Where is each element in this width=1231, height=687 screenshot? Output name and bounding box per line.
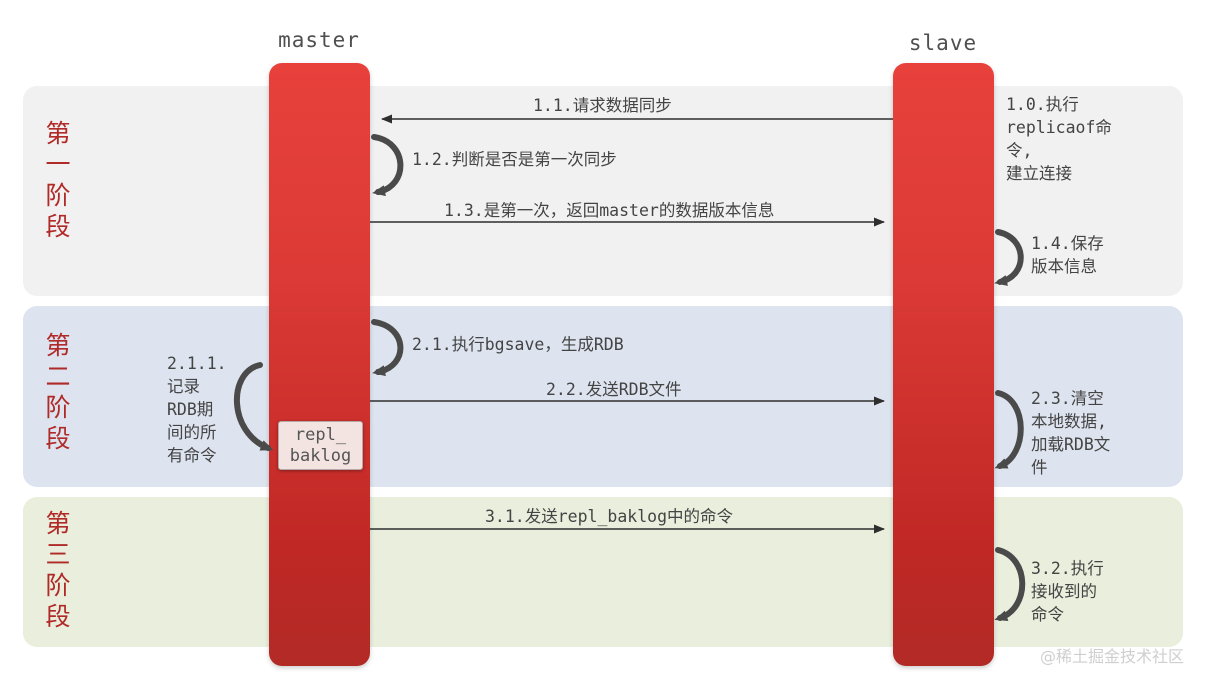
- note-3-2-line-2: 命令: [1031, 605, 1064, 624]
- note-3-2: 3.2.执行 接收到的 命令: [1031, 557, 1151, 626]
- phase-2-char-3: 段: [45, 424, 71, 453]
- note-2-1-1-line-0: 2.1.1.: [167, 354, 227, 373]
- phase-1-char-3: 段: [45, 212, 71, 241]
- repl-baklog-line-1: repl_: [294, 424, 347, 445]
- master-lifeline-title: master: [278, 28, 360, 52]
- note-3-2-line-0: 3.2.执行: [1031, 559, 1104, 578]
- master-lifeline-bar: [269, 63, 370, 666]
- note-2-1-1-line-3: 间的所: [167, 423, 217, 442]
- message-label-3-1: 3.1.发送repl_baklog中的命令: [485, 507, 734, 526]
- slave-lifeline-title: slave: [908, 31, 978, 55]
- phase-1-char-0: 第: [45, 119, 71, 148]
- note-1-4: 1.4.保存 版本信息: [1031, 232, 1151, 278]
- phase-1-char-2: 阶: [45, 181, 71, 210]
- note-2-3-line-2: 加载RDB文: [1031, 435, 1111, 454]
- note-2-3-line-1: 本地数据,: [1031, 412, 1107, 431]
- note-1-4-line-0: 1.4.保存: [1031, 234, 1104, 253]
- note-3-2-line-1: 接收到的: [1031, 582, 1097, 601]
- phase-2-char-0: 第: [45, 331, 71, 360]
- phase-label-3: 第 三 阶 段: [41, 508, 75, 632]
- phase-3-char-2: 阶: [45, 571, 71, 600]
- message-label-2-1: 2.1.执行bgsave，生成RDB: [412, 335, 624, 354]
- message-label-1-1: 1.1.请求数据同步: [533, 96, 672, 115]
- message-label-2-2: 2.2.发送RDB文件: [546, 380, 682, 399]
- watermark: @稀土掘金技术社区: [1040, 647, 1185, 666]
- note-2-3: 2.3.清空 本地数据, 加载RDB文 件: [1031, 387, 1151, 479]
- note-2-3-line-0: 2.3.清空: [1031, 389, 1104, 408]
- message-label-1-3: 1.3.是第一次，返回master的数据版本信息: [444, 201, 775, 220]
- note-1-0-line-1: replicaof命令,: [1006, 118, 1112, 160]
- repl-baklog-line-2: baklog: [289, 445, 352, 466]
- phase-label-1: 第 一 阶 段: [41, 118, 75, 242]
- note-2-1-1-line-4: 有命令: [167, 446, 217, 465]
- phase-2-char-2: 阶: [45, 393, 71, 422]
- phase-3-char-0: 第: [45, 509, 71, 538]
- note-1-0-line-0: 1.0.执行: [1006, 95, 1079, 114]
- slave-lifeline-bar: [893, 63, 994, 666]
- phase-1-char-1: 一: [45, 150, 71, 179]
- phase-3-char-3: 段: [45, 602, 71, 631]
- note-2-1-1: 2.1.1. 记录 RDB期 间的所 有命令: [167, 352, 247, 467]
- note-1-0-line-2: 建立连接: [1006, 164, 1072, 183]
- note-2-3-line-3: 件: [1031, 458, 1048, 477]
- note-1-4-line-1: 版本信息: [1031, 257, 1097, 276]
- repl-baklog-box: repl_ baklog: [278, 421, 363, 470]
- note-2-1-1-line-2: RDB期: [167, 400, 214, 419]
- note-1-0: 1.0.执行 replicaof命令, 建立连接: [1006, 93, 1126, 185]
- message-label-1-2: 1.2.判断是否是第一次同步: [412, 150, 617, 169]
- phase-2-char-1: 二: [45, 362, 71, 391]
- note-2-1-1-line-1: 记录: [167, 377, 200, 396]
- phase-3-char-1: 三: [45, 540, 71, 569]
- phase-label-2: 第 二 阶 段: [41, 330, 75, 454]
